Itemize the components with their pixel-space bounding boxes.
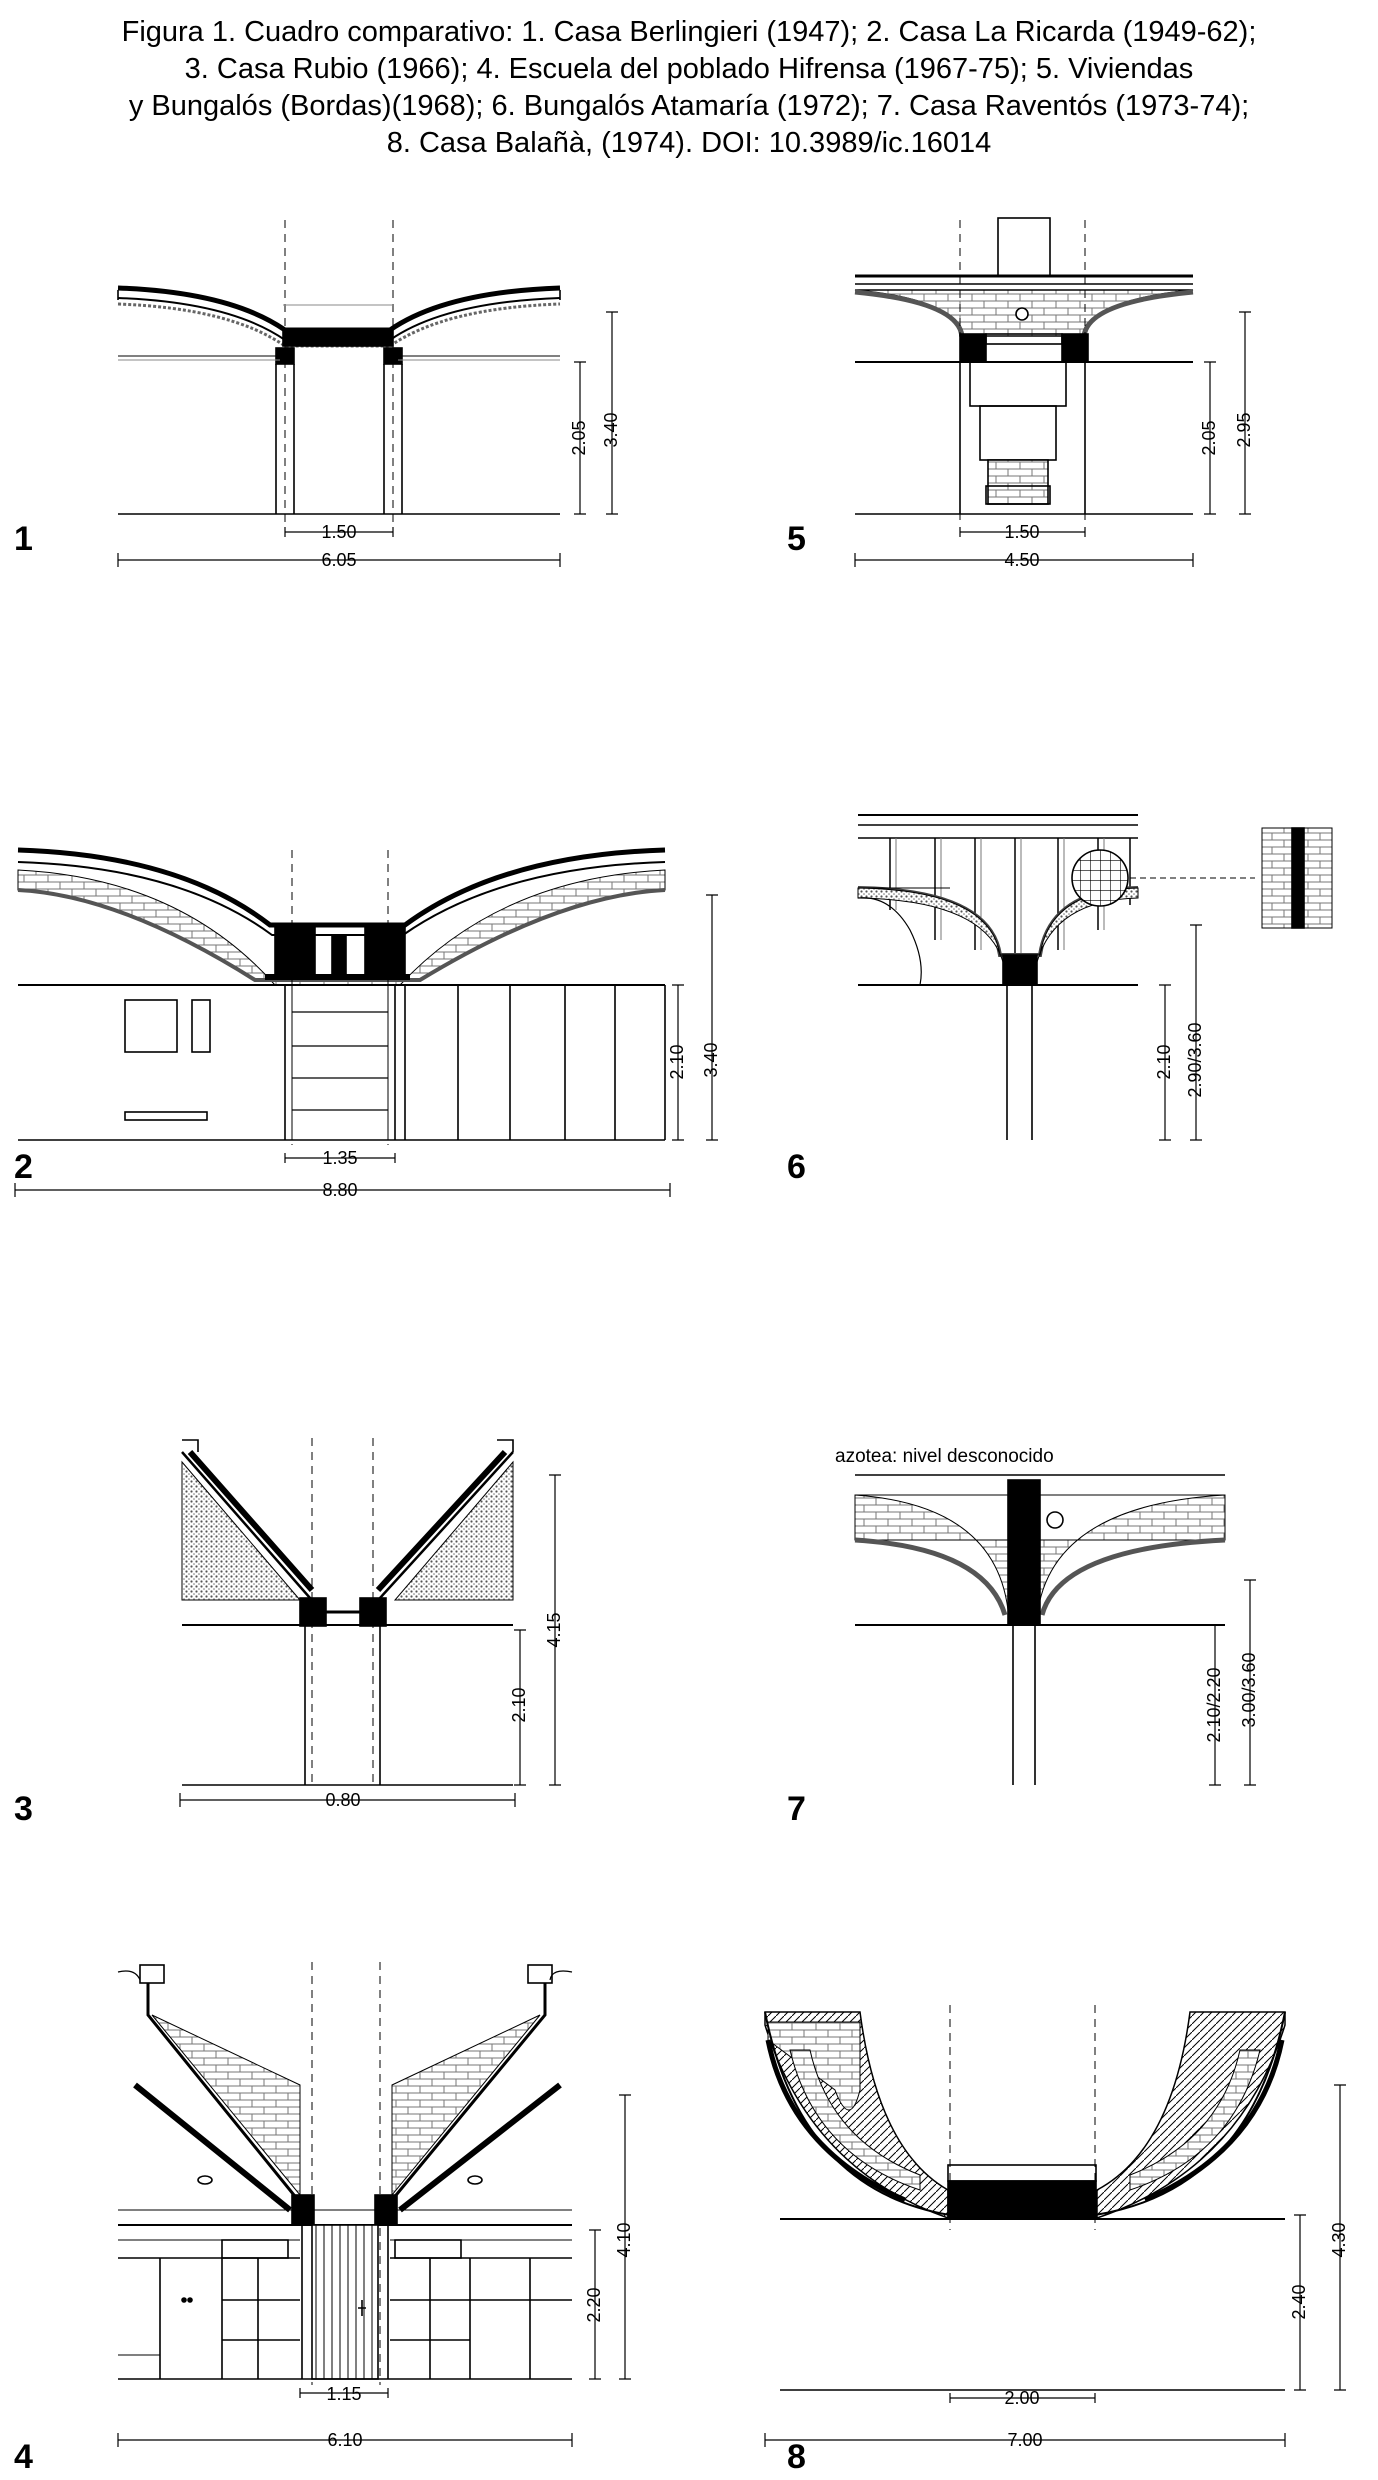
panel-5-number: 5 [787,520,806,558]
caption-line: y Bungalós (Bordas)(1968); 6. Bungalós A… [128,90,1250,122]
panel-4-section [117,1962,573,2385]
panel-6-dim-h-total: 2.90/3.60 [1185,1022,1205,1097]
panel-2-dim-h-inner: 2.10 [667,1044,687,1079]
panel-6-dimensions [1159,924,1202,1141]
panel-3-dim-h-inner: 2.10 [509,1687,529,1722]
panel-5-dim-w-total: 4.50 [1004,550,1039,570]
panel-7-dim-h-total: 3.00/3.60 [1239,1652,1259,1727]
panel-1-dim-w-total: 6.05 [321,550,356,570]
panel-1-dimensions [117,311,618,567]
panel-5-dim-h-inner: 2.05 [1199,420,1219,455]
panel-8-dim-h-total: 4.30 [1329,2222,1349,2257]
panel-2-section [17,847,666,1145]
panel-3-dimensions [179,1474,561,1807]
panel-3-dim-h-total: 4.15 [544,1612,564,1647]
panel-4-dim-w-total: 6.10 [327,2430,362,2450]
panel-4-dim-h-total: 4.10 [614,2222,634,2257]
panel-7-number: 7 [787,1790,806,1828]
panel-6-number: 6 [787,1148,806,1186]
panel-8-dim-w-inner: 2.00 [1004,2388,1039,2408]
panel-8-dim-h-inner: 2.40 [1289,2284,1309,2319]
panel-1-section [117,220,561,530]
panel-7-note: azotea: nivel desconocido [835,1446,1054,1467]
panel-7-dim-h-inner: 2.10/2.20 [1204,1667,1224,1742]
caption-line: Figura 1. Cuadro comparativo: 1. Casa Be… [121,16,1257,48]
panel-8-dim-w-total: 7.00 [1007,2430,1042,2450]
panel-1-dim-w-inner: 1.50 [321,522,356,542]
panel-8-number: 8 [787,2438,806,2476]
panel-5-dim-w-inner: 1.50 [1004,522,1039,542]
panel-2-dim-w-inner: 1.35 [322,1148,357,1168]
caption-line: 3. Casa Rubio (1966); 4. Escuela del pob… [184,53,1194,85]
panel-8-section [764,2005,1286,2391]
caption-line: 8. Casa Balañà, (1974). DOI: 10.3989/ic.… [386,127,992,159]
panel-1-dim-h-total: 3.40 [601,412,621,447]
panel-2-dim-h-total: 3.40 [701,1042,721,1077]
panel-5-dim-h-total: 2.95 [1234,412,1254,447]
panel-4-dim-h-inner: 2.20 [584,2287,604,2322]
panel-8-dimensions [764,2084,1346,2447]
panel-2-dimensions [14,894,718,1197]
panel-3-number: 3 [14,1790,33,1828]
panel-7-dimensions [1209,1579,1256,1786]
panel-1-dim-h-inner: 2.05 [569,420,589,455]
panel-3-dim-w-inner: 0.80 [325,1790,360,1810]
panel-5-section [854,217,1194,520]
figure-caption: Figura 1. Cuadro comparativo: 1. Casa Be… [0,14,1378,162]
panel-2-number: 2 [14,1148,33,1186]
panel-4-dim-w-inner: 1.15 [326,2384,361,2404]
panel-4-dimensions [117,2094,631,2447]
panel-5-dimensions [854,311,1251,567]
panel-6-section [857,814,1333,1140]
panel-3-section [181,1438,514,1786]
panel-6-dim-h-inner: 2.10 [1154,1044,1174,1079]
panel-7-section [854,1474,1226,1785]
panel-1-number: 1 [14,520,33,558]
panel-4-number: 4 [14,2438,33,2476]
panel-2-dim-w-total: 8.80 [322,1180,357,1200]
